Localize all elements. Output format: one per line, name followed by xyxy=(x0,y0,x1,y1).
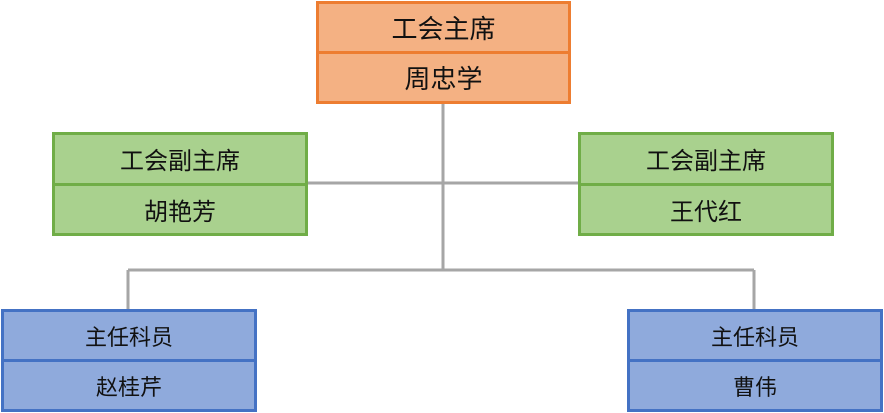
vice-chair-node-left: 工会副主席 胡艳芳 xyxy=(52,132,308,236)
vice-chair-name: 胡艳芳 xyxy=(55,182,305,234)
staff-node-left: 主任科员 赵桂芹 xyxy=(1,309,257,412)
chair-name: 周忠学 xyxy=(319,51,568,101)
staff-title: 主任科员 xyxy=(84,325,173,351)
chair-node: 工会主席 周忠学 xyxy=(316,1,571,104)
vice-chair-title: 工会副主席 xyxy=(646,147,766,176)
vice-chair-title: 工会副主席 xyxy=(120,147,240,176)
vice-chair-node-right: 工会副主席 王代红 xyxy=(578,132,834,236)
staff-title: 主任科员 xyxy=(710,325,799,351)
vice-chair-name: 王代红 xyxy=(581,182,831,234)
chair-title: 工会主席 xyxy=(391,15,496,45)
staff-node-right: 主任科员 曹伟 xyxy=(627,309,883,412)
staff-name: 赵桂芹 xyxy=(4,359,254,409)
staff-name: 曹伟 xyxy=(630,359,880,409)
